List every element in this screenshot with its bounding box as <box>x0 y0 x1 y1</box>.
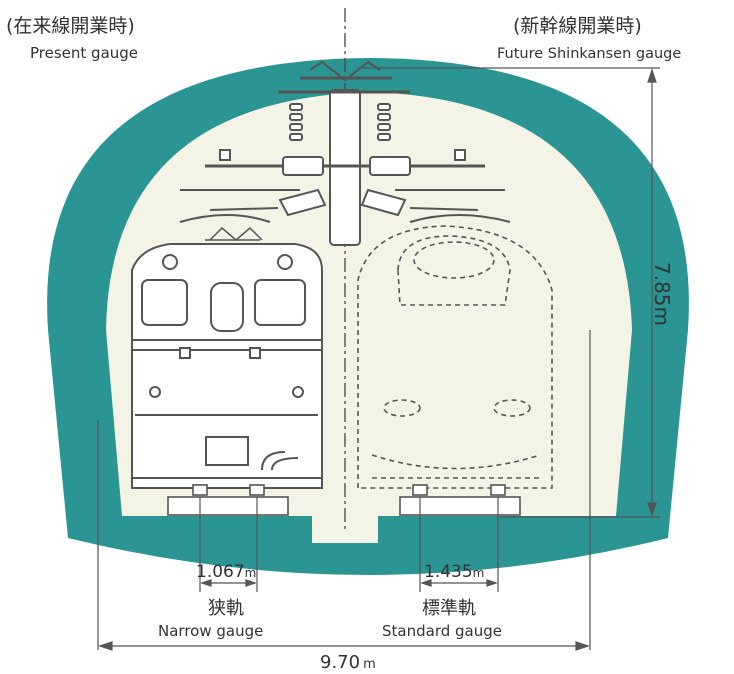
shinkansen-outline <box>357 225 553 489</box>
narrow-gauge-dimension <box>199 497 258 592</box>
standard-gauge-value: 1.435m <box>424 562 484 582</box>
height-dimension <box>358 67 660 518</box>
narrow-gauge-en: Narrow gauge <box>158 622 263 640</box>
width-dimension <box>97 330 591 651</box>
narrow-gauge-jp: 狭軌 <box>208 598 244 619</box>
left-title-en: Present gauge <box>30 44 138 62</box>
conventional-locomotive <box>131 243 323 489</box>
catenary-structure <box>179 60 511 246</box>
height-label: 7.85m <box>650 262 674 326</box>
narrow-gauge-value: 1.067m <box>196 562 256 582</box>
pantograph-left <box>205 226 263 241</box>
left-title-jp: (在来線開業時) <box>6 15 135 37</box>
track-left <box>167 484 289 516</box>
standard-gauge-en: Standard gauge <box>382 622 502 640</box>
standard-gauge-jp: 標準軌 <box>422 598 476 619</box>
right-title-en: Future Shinkansen gauge <box>497 46 681 62</box>
track-right <box>399 484 521 516</box>
standard-gauge-dimension <box>419 497 499 592</box>
right-title-jp: (新幹線開業時) <box>513 15 642 37</box>
